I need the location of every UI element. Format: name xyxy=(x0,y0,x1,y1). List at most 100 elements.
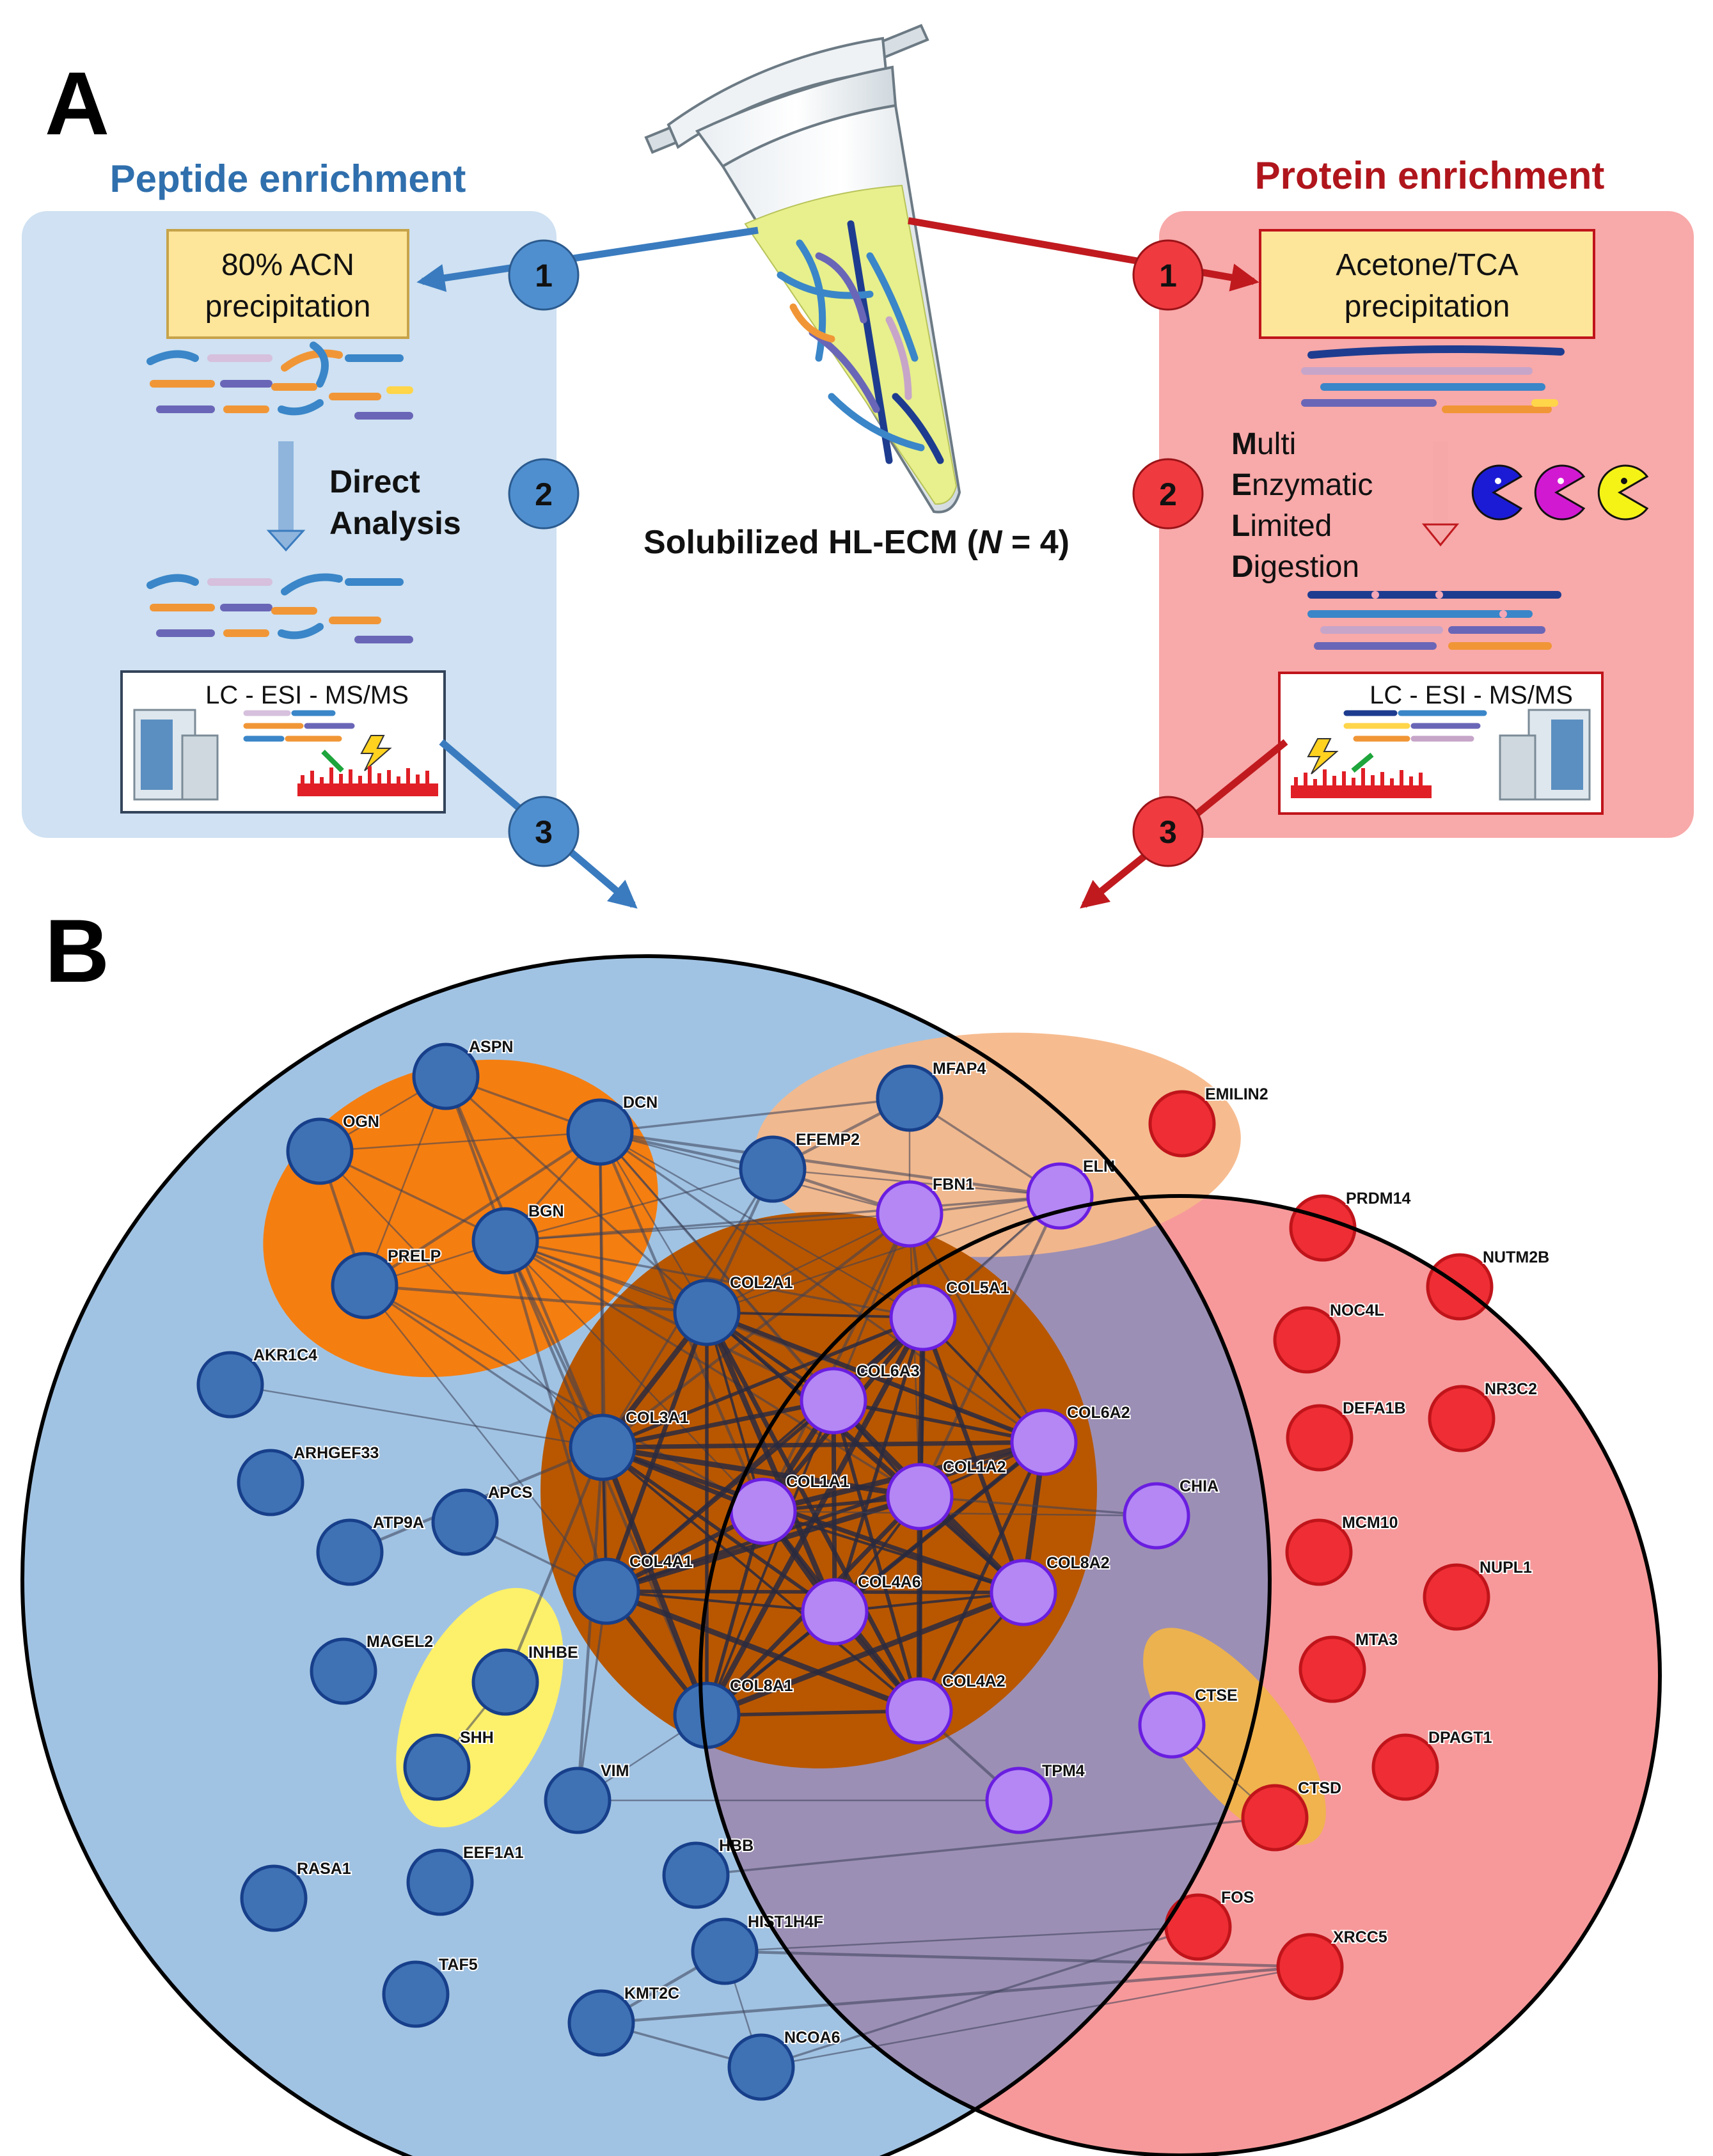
panel-a: A Peptide enrichment Protein enrichment … xyxy=(22,24,1694,909)
node-label-col6a3: COL6A3 xyxy=(856,1362,920,1380)
node-col1a1 xyxy=(729,1477,797,1545)
meld-text: Multi Enzymatic Limited Digestion xyxy=(1231,427,1382,584)
network-edge-col3a1-col1a2 xyxy=(602,1444,920,1500)
node-col8a1 xyxy=(673,1681,741,1749)
network-edge-ncoa6-xrcc5 xyxy=(761,1965,1311,2068)
node-label-ncoa6: NCOA6 xyxy=(784,2029,841,2047)
node-label-shh: SHH xyxy=(460,1729,494,1747)
node-label-eln: ELN xyxy=(1083,1158,1115,1176)
lcms-left-label: LC - ESI - MS/MS xyxy=(205,681,409,709)
acn-box-line2: precipitation xyxy=(205,290,371,324)
network-edge-bgn-efemp2 xyxy=(505,1168,773,1242)
node-inhbe xyxy=(471,1648,539,1716)
node-label-hist1h4f: HIST1H4F xyxy=(748,1913,823,1931)
ms-arrow-right xyxy=(1351,752,1374,773)
tca-box-line2: precipitation xyxy=(1345,290,1510,324)
node-label-kmt2c: KMT2C xyxy=(624,1985,679,2003)
network-edge-col3a1-col4a6 xyxy=(601,1445,836,1614)
node-label-emilin2: EMILIN2 xyxy=(1205,1085,1268,1103)
node-label-col4a6: COL4A6 xyxy=(858,1573,921,1591)
node-label-nutm2b: NUTM2B xyxy=(1483,1248,1549,1266)
node-label-prdm14: PRDM14 xyxy=(1346,1190,1411,1208)
node-label-atp9a: ATP9A xyxy=(373,1514,424,1532)
node-shh xyxy=(403,1733,471,1801)
node-efemp2 xyxy=(739,1135,807,1203)
node-eln xyxy=(1026,1162,1094,1230)
network-edge-col3a1-vim xyxy=(576,1447,604,1801)
ms-peptides-left xyxy=(243,710,355,742)
meld-e-rest: nzymatic xyxy=(1252,468,1373,502)
node-fos xyxy=(1164,1893,1232,1961)
node-label-magel2: MAGEL2 xyxy=(367,1633,433,1651)
network-edge-prelp-col3a1 xyxy=(364,1284,603,1449)
node-dcn xyxy=(566,1098,634,1166)
node-col4a1 xyxy=(572,1557,640,1625)
network-edge-aspn-prelp xyxy=(363,1076,447,1286)
direct-line1: Direct xyxy=(329,464,420,500)
node-noc4l xyxy=(1273,1306,1341,1374)
network-edge-col2a1-col4a1 xyxy=(604,1311,709,1593)
network-edge-col2a1-col4a6 xyxy=(704,1311,837,1613)
node-label-ctsd: CTSD xyxy=(1298,1779,1341,1797)
node-col2a1 xyxy=(673,1279,741,1346)
node-col6a3 xyxy=(800,1367,867,1435)
node-label-prelp: PRELP xyxy=(388,1247,441,1265)
node-tpm4 xyxy=(985,1767,1053,1834)
step-right-2: 2 xyxy=(1159,476,1177,512)
node-emilin2 xyxy=(1148,1090,1216,1158)
node-label-dpagt1: DPAGT1 xyxy=(1428,1729,1492,1747)
network-edge-col6a3-col8a1 xyxy=(706,1400,835,1716)
node-mcm10 xyxy=(1285,1518,1353,1586)
node-label-mcm10: MCM10 xyxy=(1342,1514,1398,1532)
node-taf5 xyxy=(382,1960,450,2028)
network-edge-ogn-bgn xyxy=(319,1150,506,1242)
network-edge-col3a1-col8a1 xyxy=(600,1446,709,1717)
direct-line2: Analysis xyxy=(329,505,461,541)
node-label-eef1a1: EEF1A1 xyxy=(463,1844,524,1862)
node-label-col1a1: COL1A1 xyxy=(786,1473,849,1491)
network-edge-prelp-col2a1 xyxy=(364,1284,707,1314)
network-edge-eln-col1a2 xyxy=(918,1195,1062,1497)
network-edge-dcn-col6a3 xyxy=(599,1131,835,1402)
acn-box xyxy=(166,229,409,339)
node-label-bgn: BGN xyxy=(528,1202,564,1220)
ms-arrow-left xyxy=(321,750,344,773)
node-arhgef33 xyxy=(237,1449,304,1516)
network-edge-hbb-ctsd xyxy=(695,1816,1275,1877)
node-label-col1a2: COL1A2 xyxy=(943,1458,1006,1476)
network-edge-inhbe-col3a1 xyxy=(503,1447,604,1683)
node-dpagt1 xyxy=(1371,1733,1439,1801)
network-edge-bgn-eln xyxy=(505,1195,1061,1242)
network-edge-ogn-col3a1 xyxy=(319,1151,603,1448)
network-edge-kmt2c-xrcc5 xyxy=(601,1965,1311,2025)
node-ncoa6 xyxy=(727,2033,795,2101)
meld-arrow-head xyxy=(1421,523,1460,547)
network-edge-eln-col2a1 xyxy=(706,1195,1061,1314)
node-label-tpm4: TPM4 xyxy=(1042,1762,1085,1780)
node-label-fbn1: FBN1 xyxy=(933,1176,974,1193)
node-label-apcs: APCS xyxy=(488,1484,532,1502)
network-edge-col6a3-col6a2 xyxy=(833,1399,1045,1444)
node-label-arhgef33: ARHGEF33 xyxy=(294,1444,379,1462)
node-prdm14 xyxy=(1289,1194,1357,1262)
lcms-right-label: LC - ESI - MS/MS xyxy=(1370,681,1573,709)
enzyme-magenta-icon xyxy=(1534,464,1586,521)
node-kmt2c xyxy=(567,1989,635,2057)
left-title: Peptide enrichment xyxy=(110,157,466,200)
node-apcs xyxy=(431,1488,499,1556)
node-col4a6 xyxy=(801,1578,869,1646)
ms-instrument-left xyxy=(133,709,219,801)
step-left-2: 2 xyxy=(535,476,553,512)
network-edge-fbn1-col2a1 xyxy=(706,1213,910,1314)
node-label-col3a1: COL3A1 xyxy=(626,1409,689,1427)
node-ctse xyxy=(1138,1691,1206,1759)
meld-e-initial: E xyxy=(1231,468,1252,502)
network-edge-col5a1-col4a6 xyxy=(833,1317,925,1612)
meld-l-initial: L xyxy=(1231,509,1250,543)
node-label-xrcc5: XRCC5 xyxy=(1333,1928,1387,1946)
node-prelp xyxy=(331,1252,399,1319)
network-edge-col8a2-col8a1 xyxy=(706,1590,1025,1718)
node-fbn1 xyxy=(876,1180,943,1248)
direct-arrow-head xyxy=(266,530,306,552)
